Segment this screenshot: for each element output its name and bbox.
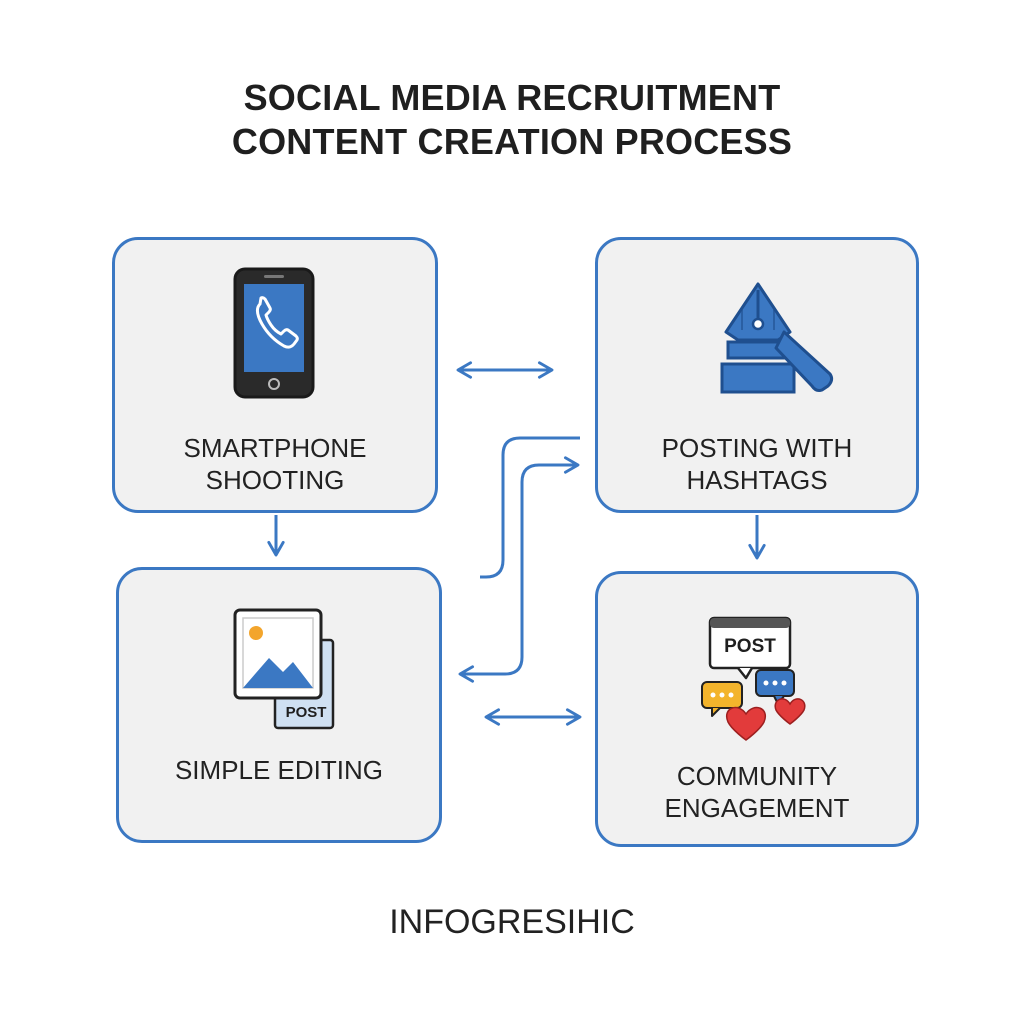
step-label-line: POSTING WITH bbox=[661, 433, 853, 463]
step-label-community: COMMUNITY ENGAGEMENT bbox=[598, 760, 916, 824]
post-badge-editing: POST bbox=[285, 704, 327, 721]
step-label-line: SHOOTING bbox=[205, 465, 345, 495]
curve-editing-to-posting bbox=[458, 456, 580, 683]
pen-nib-icon bbox=[720, 282, 834, 394]
step-card-simple-editing: POST SIMPLE EDITING bbox=[116, 567, 442, 843]
image-edit-icon bbox=[233, 608, 335, 730]
step-label-line: SIMPLE EDITING bbox=[174, 755, 384, 785]
step-card-smartphone-shooting: SMARTPHONE SHOOTING bbox=[112, 237, 438, 513]
step-label-posting: POSTING WITH HASHTAGS bbox=[598, 432, 916, 496]
chat-hearts-icon bbox=[701, 616, 806, 741]
title-line-2: CONTENT CREATION PROCESS bbox=[231, 121, 793, 162]
footer-label: INFOGRESIHIC bbox=[389, 903, 635, 941]
step-card-community-engagement: POST COMMUNITY ENGAGEMENT bbox=[595, 571, 919, 847]
step-label-smartphone: SMARTPHONE SHOOTING bbox=[115, 432, 435, 496]
page-title: SOCIAL MEDIA RECRUITMENT CONTENT CREATIO… bbox=[0, 76, 1024, 164]
step-label-line: HASHTAGS bbox=[686, 465, 828, 495]
step-label-line: COMMUNITY bbox=[676, 761, 838, 791]
title-line-1: SOCIAL MEDIA RECRUITMENT bbox=[243, 77, 781, 118]
curve-posting-to-editing bbox=[480, 436, 580, 579]
step-label-editing: SIMPLE EDITING bbox=[119, 754, 439, 786]
step-card-posting-hashtags: POSTING WITH HASHTAGS bbox=[595, 237, 919, 513]
step-label-line: ENGAGEMENT bbox=[664, 793, 850, 823]
step-label-line: SMARTPHONE bbox=[183, 433, 367, 463]
post-badge-community: POST bbox=[724, 636, 776, 657]
smartphone-icon bbox=[233, 267, 315, 399]
